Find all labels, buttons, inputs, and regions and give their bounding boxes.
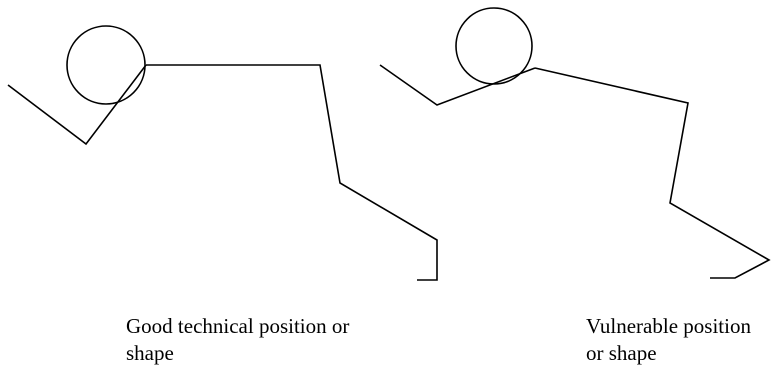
vulnerable-figure-arm xyxy=(379,64,536,106)
good-figure-arm xyxy=(7,64,147,146)
good-position-figure xyxy=(7,25,438,281)
vulnerable-position-caption: Vulnerable position or shape xyxy=(586,314,751,365)
good-figure-head xyxy=(66,25,146,105)
vulnerable-position-figure xyxy=(379,7,771,279)
vulnerable-figure-back-and-leg xyxy=(534,67,771,279)
good-position-caption: Good technical position or shape xyxy=(126,314,350,365)
good-figure-back-and-leg xyxy=(146,64,438,281)
